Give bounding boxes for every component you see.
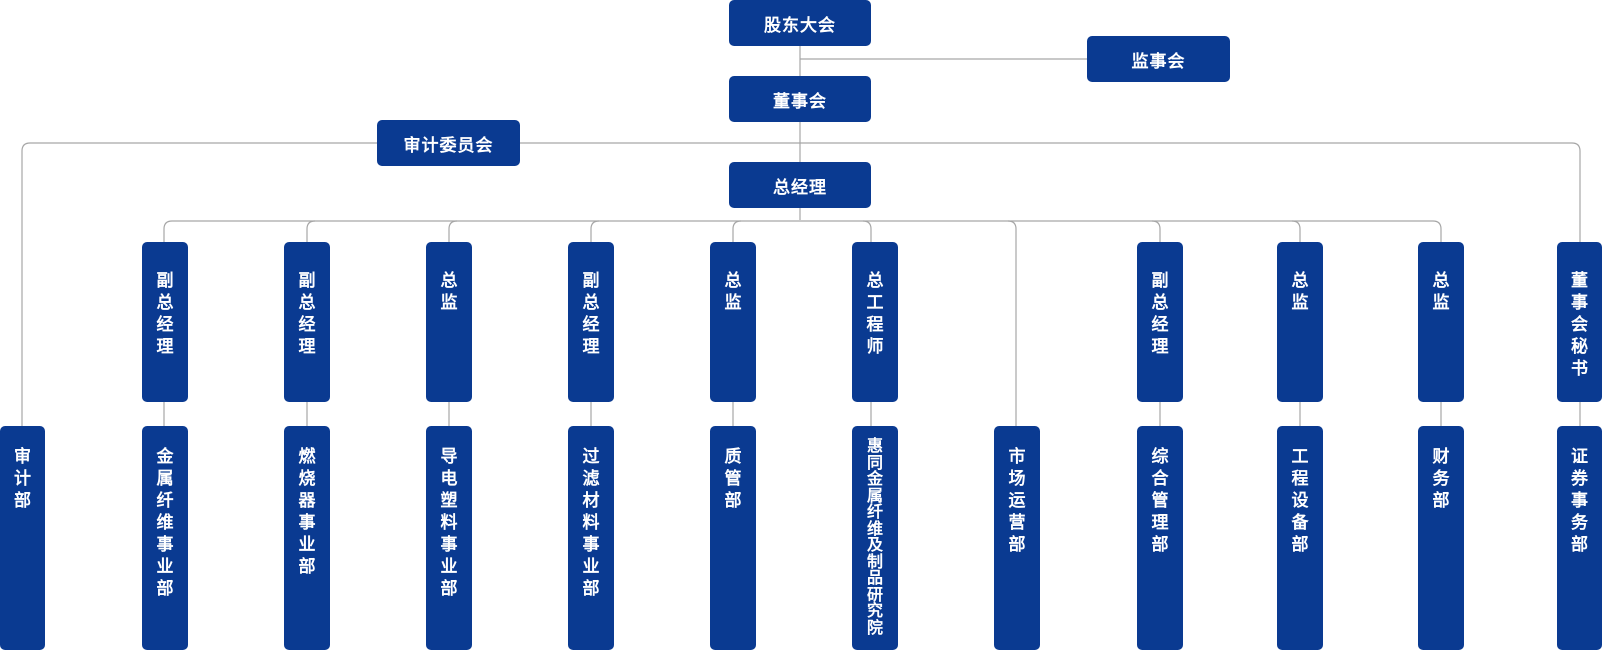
connector-drop-5 (862, 220, 872, 242)
executive-title: 总监 (724, 271, 742, 313)
department-box: 惠同金属纤维及制品研究院 (852, 426, 898, 650)
department-name: 金属纤维事业部 (156, 447, 174, 599)
department-box: 工程设备部 (1277, 426, 1323, 650)
executive-box: 副总经理 (142, 242, 188, 402)
executive-box: 总监 (710, 242, 756, 402)
connector-drop-8 (1291, 220, 1301, 242)
executive-title: 副总经理 (298, 271, 316, 357)
executive-title: 总工程师 (866, 271, 884, 357)
board-of-directors-box: 董事会 (729, 76, 871, 122)
executive-title: 总监 (1291, 271, 1309, 313)
executive-box: 总监 (1277, 242, 1323, 402)
department-name: 燃烧器事业部 (298, 447, 316, 577)
department-name: 惠同金属纤维及制品研究院 (866, 436, 883, 637)
shareholders-meeting-box: 股东大会 (729, 0, 871, 46)
department-box: 燃烧器事业部 (284, 426, 330, 650)
department-box: 导电塑料事业部 (426, 426, 472, 650)
department-name: 财务部 (1432, 447, 1450, 511)
department-name: 工程设备部 (1291, 447, 1309, 555)
executive-box: 总监 (426, 242, 472, 402)
connector-drop-6 (1007, 220, 1017, 426)
general-manager-box: 总经理 (729, 162, 871, 208)
executive-box: 副总经理 (1137, 242, 1183, 402)
department-box: 综合管理部 (1137, 426, 1183, 650)
department-box: 过滤材料事业部 (568, 426, 614, 650)
connector-drop-4 (732, 220, 742, 242)
executive-title: 副总经理 (156, 271, 174, 357)
department-name: 审计部 (14, 447, 31, 511)
executive-title: 总监 (440, 271, 458, 313)
connector-audit-bus (21, 142, 1581, 426)
department-box: 审计部 (0, 426, 45, 650)
connector-exec-bus (163, 220, 1442, 242)
executive-title: 副总经理 (582, 271, 600, 357)
department-name: 导电塑料事业部 (440, 447, 458, 599)
connector-drop-2 (448, 220, 458, 242)
executive-box: 总工程师 (852, 242, 898, 402)
department-box: 财务部 (1418, 426, 1464, 650)
connector-drop-7 (1151, 220, 1161, 242)
department-box: 市场运营部 (994, 426, 1040, 650)
executive-box: 董事会秘书 (1557, 242, 1602, 402)
executive-title: 董事会秘书 (1571, 271, 1588, 379)
department-box: 质管部 (710, 426, 756, 650)
department-name: 市场运营部 (1008, 447, 1026, 555)
executive-box: 副总经理 (568, 242, 614, 402)
supervisory-board-box: 监事会 (1087, 36, 1230, 82)
department-name: 质管部 (724, 447, 742, 511)
executive-box: 总监 (1418, 242, 1464, 402)
connector-drop-1 (306, 220, 316, 242)
department-name: 综合管理部 (1151, 447, 1169, 555)
department-name: 证券事务部 (1571, 447, 1588, 555)
executive-title: 总监 (1432, 271, 1450, 313)
department-box: 证券事务部 (1557, 426, 1602, 650)
audit-committee-box: 审计委员会 (377, 120, 520, 166)
executive-title: 副总经理 (1151, 271, 1169, 357)
department-name: 过滤材料事业部 (582, 447, 600, 599)
department-box: 金属纤维事业部 (142, 426, 188, 650)
connector-drop-3 (590, 220, 600, 242)
executive-box: 副总经理 (284, 242, 330, 402)
